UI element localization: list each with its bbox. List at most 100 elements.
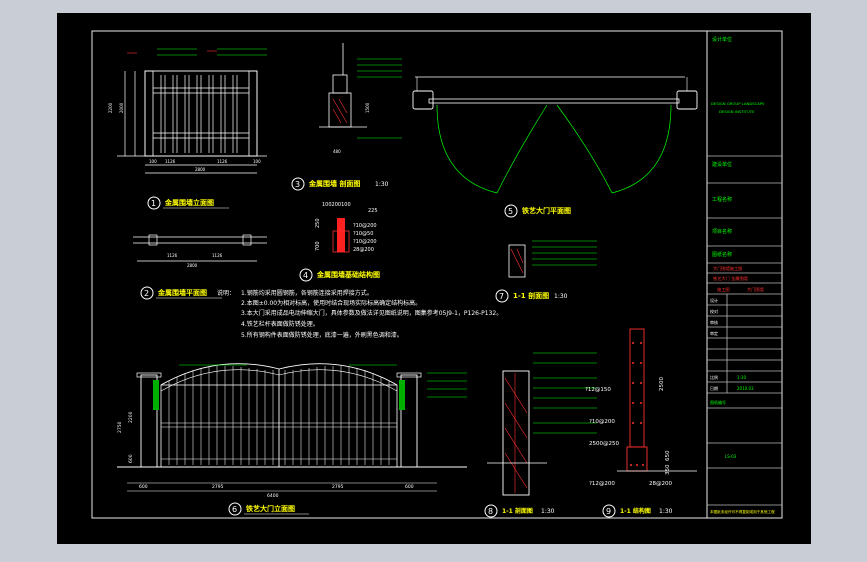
tb-proj3: 施工图 — [717, 286, 730, 293]
outer-frame — [91, 30, 783, 519]
v4-left2: 250 — [315, 218, 321, 228]
v4-r3: ?10@200 — [353, 239, 377, 245]
title-block-frame — [706, 30, 783, 519]
design-notes: 说明： 1.钢筋均采用圆钢筋，各钢筋连接采用焊接方式。 2.本图±0.00为相对… — [217, 289, 502, 339]
v3-a: 480 — [333, 149, 341, 154]
v7-num: 7 — [499, 292, 504, 301]
v6-a: 600 — [139, 484, 148, 490]
v3-scale: 1:30 — [375, 181, 389, 188]
tb-drawing-number-label: 图纸编号 — [710, 399, 726, 405]
v1-title: 金属围墙立面图 — [164, 198, 214, 207]
view5-gate-plan: 5 铁艺大门平面图 — [412, 76, 698, 218]
note-2: 2.本图±0.00为相对标高，使用时结合现场实际标高确定结构标高。 — [241, 299, 421, 307]
tb-proj1: 大门围墙施工图 — [713, 265, 742, 272]
v2-num: 2 — [144, 289, 149, 298]
tb-item: 项目名称 — [712, 228, 732, 235]
v1-h: 2200 — [108, 102, 113, 113]
v5-num: 5 — [508, 207, 513, 216]
tb-row-c: 审核 — [710, 319, 718, 325]
v7-title: 1-1 剖面图 — [513, 291, 549, 300]
v6-h2: 2200 — [128, 411, 134, 423]
v4-r4: 28@200 — [353, 247, 374, 253]
v6-h3: 600 — [128, 454, 134, 463]
tb-company-en: DESIGN GROUP LANDSCAPE — [711, 101, 765, 106]
tb-row-e: 比例 — [710, 374, 718, 380]
title-block-lines — [707, 155, 782, 506]
v4-left: 700 — [315, 241, 321, 251]
tb-drawing: 图纸名称 — [712, 251, 732, 258]
tb-scale-value: 1:30 — [737, 375, 746, 380]
v9-h1: 2500 — [659, 377, 665, 391]
tb-row-d: 审定 — [710, 330, 718, 336]
v9-title: 1-1 结构图 — [620, 507, 651, 515]
v4-a: 225 — [368, 208, 378, 214]
v1-seg3: 100 — [149, 159, 157, 164]
tb-proj2: 铁艺大门 金属围墙 — [713, 275, 748, 282]
v3-title: 金属围墙 剖面图 — [308, 179, 360, 188]
v9-r5: 28@200 — [649, 481, 672, 487]
v9-r1: ?12@150 — [585, 387, 611, 393]
view3-section: 480 1500 3 金属围墙 剖面图 1:30 — [291, 43, 402, 191]
v1-total: 2800 — [195, 167, 206, 172]
v6-num: 6 — [232, 505, 237, 514]
tb-company-sub: DESIGN INSTITUTE — [719, 109, 755, 114]
v6-total: 6400 — [267, 493, 279, 499]
v6-h1: 2750 — [117, 421, 123, 433]
v4-r1: ?10@200 — [353, 223, 377, 229]
v6-c: 2795 — [332, 484, 344, 490]
tb-footer: 本图纸未经许可不得复制或用于其他工程 — [710, 509, 775, 514]
v9-num: 9 — [606, 507, 611, 516]
v9-h3: 350 — [665, 464, 671, 475]
view8-section: 8 1-1 剖面图 1:30 — [484, 352, 597, 518]
v9-r2: ?10@200 — [589, 419, 615, 425]
tb-row-f: 日期 — [710, 385, 718, 391]
cad-drawing: 设计单位 DESIGN GROUP LANDSCAPE DESIGN INSTI… — [91, 30, 783, 519]
view4-foundation: 100200100 225 700 250 ?10@200 ?10@50 ?10… — [299, 202, 380, 282]
note-5: 5.所有钢构件表面做防锈处理，底漆一遍，外刷黑色调和漆。 — [241, 331, 403, 339]
v1-seg1: 1126 — [165, 159, 176, 164]
v6-title: 铁艺大门立面图 — [246, 504, 295, 513]
v1-h2: 2000 — [119, 102, 124, 113]
v2-title: 金属围墙平面图 — [157, 288, 207, 297]
v8-num: 8 — [488, 507, 493, 516]
tb-drawing-number: LS-03 — [725, 454, 737, 459]
drawing-sheet: 设计单位 DESIGN GROUP LANDSCAPE DESIGN INSTI… — [57, 13, 811, 544]
v3-b: 1500 — [365, 102, 370, 113]
v9-h2: 650 — [665, 450, 671, 461]
v5-title: 铁艺大门平面图 — [522, 206, 571, 215]
tb-client: 建设单位 — [712, 161, 732, 168]
v9-r3: 2500@250 — [589, 441, 619, 447]
v6-b: 2795 — [212, 484, 224, 490]
tb-design-unit: 设计单位 — [712, 36, 732, 43]
v4-title: 金属围墙基础结构图 — [316, 270, 380, 279]
v8-title: 1-1 剖面图 — [502, 507, 533, 515]
v2-seg2: 1126 — [212, 253, 223, 258]
v7-scale: 1:30 — [554, 293, 568, 300]
tb-row-b: 校对 — [710, 308, 718, 314]
view1-fence-elevation: 2200 2000 1126 1126 100 100 2800 1 金属围墙立… — [108, 48, 267, 210]
notes-label: 说明： — [217, 289, 235, 297]
v8-scale: 1:30 — [541, 508, 555, 515]
v4-top: 100200100 — [322, 202, 351, 208]
tb-row-a: 设计 — [710, 297, 718, 303]
note-4: 4.铁艺栏杆表面做防锈处理。 — [241, 320, 319, 328]
tb-proj4: 大门围墙 — [747, 286, 764, 293]
tb-project: 工程名称 — [712, 196, 732, 203]
v9-scale: 1:30 — [659, 508, 673, 515]
tb-date-value: 2010.03 — [737, 386, 754, 391]
v1-seg4: 100 — [253, 159, 261, 164]
view7-section: 7 1-1 剖面图 1:30 — [495, 240, 597, 303]
view2-fence-plan: 1126 1126 2800 2 金属围墙平面图 — [133, 234, 267, 300]
note-1: 1.钢筋均采用圆钢筋，各钢筋连接采用焊接方式。 — [241, 289, 373, 297]
note-3: 3.本大门采用成品电动伸缩大门，具体参数及做法详见图纸说明，图集参考05J9-1… — [241, 309, 502, 317]
v3-num: 3 — [295, 180, 300, 189]
v1-num: 1 — [151, 199, 156, 208]
v6-d: 600 — [405, 484, 414, 490]
v1-seg2: 1126 — [217, 159, 228, 164]
v2-total: 2800 — [187, 263, 198, 268]
v2-seg1: 1126 — [167, 253, 178, 258]
v9-r4: ?12@200 — [589, 481, 615, 487]
view6-gate-elevation: 600 2795 2795 600 6400 2750 2200 600 6 铁… — [117, 363, 467, 516]
view9-structure: 2500 650 350 ?12@150 ?10@200 2500@250 ?1… — [585, 328, 697, 518]
v4-r2: ?10@50 — [353, 231, 373, 237]
